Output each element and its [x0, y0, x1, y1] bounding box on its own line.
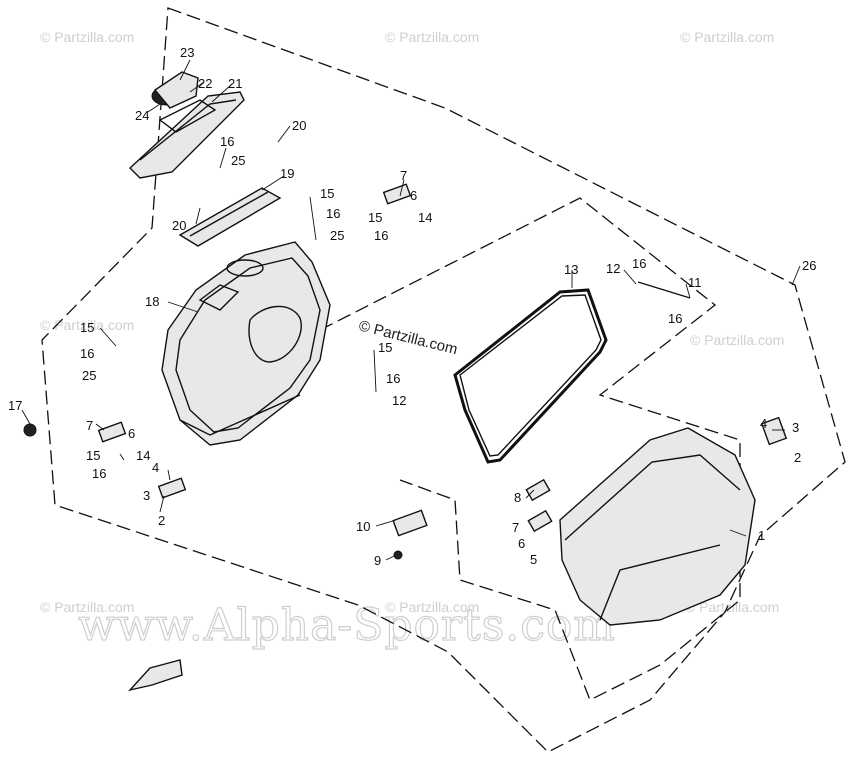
callout-7: 7 [400, 168, 407, 183]
callout-16: 16 [374, 228, 388, 243]
callout-6: 6 [518, 536, 525, 551]
callout-25: 25 [82, 368, 96, 383]
partzilla-watermark: © Partzilla.com [40, 29, 134, 45]
callout-21: 21 [228, 76, 242, 91]
callout-16: 16 [92, 466, 106, 481]
callout-20: 20 [292, 118, 306, 133]
partzilla-watermark: © Partzilla.com [385, 599, 479, 615]
callout-5: 5 [530, 552, 537, 567]
partzilla-watermark: © Partzilla.com [690, 332, 784, 348]
callout-9: 9 [374, 553, 381, 568]
callout-16: 16 [326, 206, 340, 221]
callout-7: 7 [512, 520, 519, 535]
callout-13: 13 [564, 262, 578, 277]
callout-10: 10 [356, 519, 370, 534]
callout-24: 24 [135, 108, 149, 123]
hardware-items [23, 183, 788, 560]
saddlebag-lid [559, 427, 756, 626]
callout-16: 16 [632, 256, 646, 271]
partzilla-center-watermark: © Partzilla.com [357, 317, 459, 358]
callout-6: 6 [410, 188, 417, 203]
callout-12: 12 [606, 261, 620, 276]
partzilla-watermark: © Partzilla.com [40, 599, 134, 615]
callout-20: 20 [172, 218, 186, 233]
callout-14: 14 [136, 448, 150, 463]
partzilla-watermark: © Partzilla.com [40, 317, 134, 333]
callout-15: 15 [378, 340, 392, 355]
callout-16: 16 [220, 134, 234, 149]
callout-11: 11 [688, 275, 702, 290]
callout-15: 15 [80, 320, 94, 335]
callout-15: 15 [320, 186, 334, 201]
callout-16: 16 [386, 371, 400, 386]
lid-seal-gasket [453, 288, 608, 464]
callout-12: 12 [392, 393, 406, 408]
partzilla-watermark: © Partzilla.com [385, 29, 479, 45]
callout-3: 3 [792, 420, 799, 435]
callout-23: 23 [180, 45, 194, 60]
callout-17: 17 [8, 398, 22, 413]
callout-7: 7 [86, 418, 93, 433]
callout-25: 25 [330, 228, 344, 243]
callout-15: 15 [86, 448, 100, 463]
callout-19: 19 [280, 166, 294, 181]
handle-bracket-assembly [128, 71, 245, 179]
callout-8: 8 [514, 490, 521, 505]
callout-4: 4 [760, 416, 767, 431]
saddlebag-case-body [161, 241, 331, 446]
callout-3: 3 [143, 488, 150, 503]
callout-6: 6 [128, 426, 135, 441]
partzilla-watermark: © Partzilla.com [680, 29, 774, 45]
callout-1: 1 [758, 528, 765, 543]
callout-16: 16 [80, 346, 94, 361]
alpha-sports-watermark: www.Alpha-Sports.com [78, 600, 616, 651]
mounting-plate [178, 187, 282, 247]
callout-2: 2 [794, 450, 801, 465]
lid-assembly-boundary [319, 197, 741, 701]
callout-25: 25 [231, 153, 245, 168]
callout-16: 16 [668, 311, 682, 326]
callout-labels: 23 22 21 24 20 16 25 19 7 6 15 14 16 15 … [8, 45, 816, 568]
callout-18: 18 [145, 294, 159, 309]
callout-26: 26 [802, 258, 816, 273]
callout-4: 4 [152, 460, 159, 475]
callout-2: 2 [158, 513, 165, 528]
forward-direction-arrow [127, 659, 183, 692]
leader-lines [21, 59, 801, 561]
callout-15: 15 [368, 210, 382, 225]
callout-14: 14 [418, 210, 432, 225]
callout-22: 22 [198, 76, 212, 91]
